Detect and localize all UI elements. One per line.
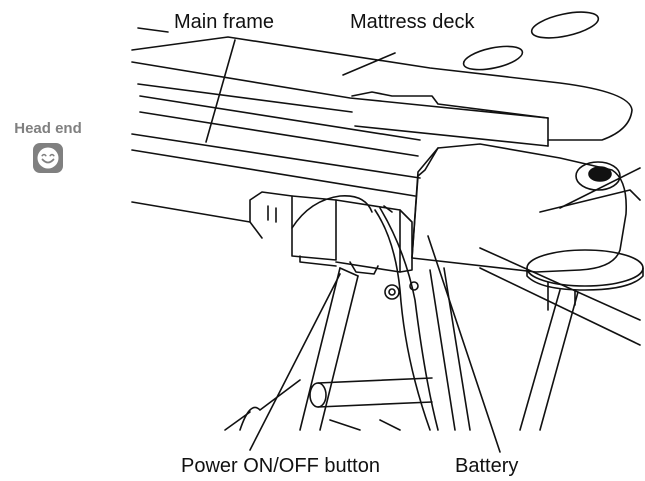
main-frame-beam: [131, 95, 421, 239]
head-end-indicator: Head end: [8, 120, 88, 173]
mattress-deck-label: Mattress deck: [350, 11, 475, 33]
battery-label: Battery: [455, 455, 519, 477]
smiley-face-icon: [33, 143, 63, 173]
leader-lines: [205, 39, 501, 453]
power-button-label: Power ON/OFF button: [181, 455, 380, 477]
cables: [291, 195, 439, 431]
mattress-deck-panel: [131, 11, 633, 147]
battery-housing: [411, 143, 644, 431]
main-frame-label: Main frame: [174, 11, 275, 33]
head-end-label: Head end: [14, 120, 82, 137]
frame-legs: [224, 167, 641, 431]
